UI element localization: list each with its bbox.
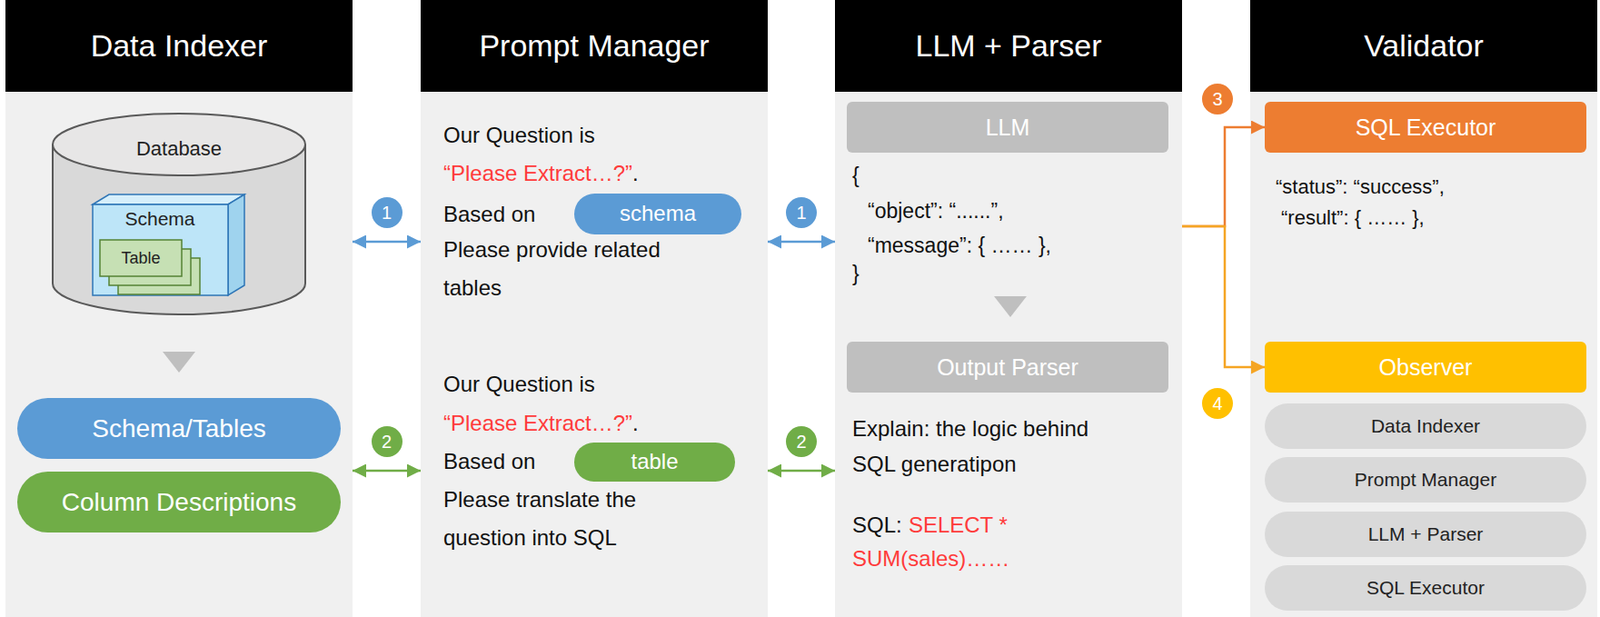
table-stack: Table (99, 239, 182, 277)
body-text: SQL: (852, 512, 903, 537)
observer-item: Prompt Manager (1264, 457, 1587, 503)
observer-item: SQL Executor (1264, 565, 1587, 611)
text-line: Based on (443, 442, 753, 481)
question-highlight: “Please Extract…?” (443, 160, 633, 186)
body-text: . (632, 410, 639, 436)
text-line: Based on (443, 195, 753, 234)
box-label: Column Descriptions (61, 486, 297, 518)
box-label: Schema/Tables (91, 413, 266, 445)
table-sheet (99, 239, 182, 277)
schema-tag: schema (574, 193, 742, 235)
schema-pill: Schema/Tables (17, 397, 341, 459)
flow-arrow (767, 240, 835, 244)
executor-bar: SQL Executor (1264, 101, 1587, 153)
flow-arrow (1182, 127, 1265, 227)
column-panel: Table Schema DatabaseSchema/TablesColumn D… (5, 0, 353, 617)
body-text: “result”: { …… }, (1281, 206, 1425, 229)
box-label: SQL Executor (1355, 113, 1497, 141)
cube-front (92, 204, 229, 296)
table-tag: table (574, 442, 736, 482)
column-panel: LLM Output Parser LLM + Parser { “object”: “… (834, 0, 1183, 617)
box-label: LLM + Parser (1368, 522, 1484, 546)
box-label: SQL Executor (1366, 576, 1485, 599)
shape-label: Schema (91, 207, 229, 230)
text-line: Please translate the question into SQL (443, 480, 716, 557)
shape-label: Database (50, 137, 308, 161)
shape-label: Table (99, 239, 182, 277)
question-highlight: “Please Extract…?” (443, 410, 633, 436)
body-text: “message”: { …… }, (867, 233, 1052, 258)
box-label: LLM (985, 113, 1031, 141)
body-text: Based on (443, 201, 536, 227)
box-label: Observer (1379, 353, 1473, 381)
text-line: “message”: { …… }, (867, 229, 1177, 261)
cube-top (92, 194, 245, 205)
body-text: . (632, 160, 639, 186)
column-panel: schema table Prompt ManagerOur Question is… (420, 0, 768, 617)
column-header: LLM + Parser (834, 0, 1183, 92)
database-cylinder: Table Schema Database (50, 111, 308, 317)
text-line: { (852, 159, 1162, 191)
box-label: Prompt Manager (1354, 467, 1497, 491)
box-label: schema (619, 200, 696, 228)
box-label: Output Parser (936, 353, 1079, 381)
cube-side (228, 194, 245, 296)
body-text: { (852, 163, 860, 188)
text-line: Our Question is (443, 116, 753, 155)
column-header: Data Indexer (5, 0, 353, 92)
flow-arrow (352, 469, 421, 473)
body-text: Based on (443, 448, 536, 474)
column-pill: Column Descriptions (17, 471, 341, 533)
callout-number: 3 (1202, 83, 1233, 115)
text-line: Please provide related tables (443, 230, 716, 308)
flow-triangle (993, 296, 1027, 318)
step-number: 2 (371, 426, 403, 458)
column-header: Prompt Manager (420, 0, 768, 92)
box-label: table (630, 448, 678, 476)
body-text: Please translate the question into SQL (443, 486, 637, 550)
flow-triangle (162, 351, 196, 373)
body-text: Our Question is (443, 122, 596, 148)
text-line: SQL:SELECT * SUM(sales)…… (852, 507, 1053, 576)
flow-arrow (352, 240, 421, 244)
text-line: “Please Extract…?”. (443, 154, 753, 193)
body-text: “object”: “......”, (867, 198, 1004, 223)
body-text: Please provide related tables (443, 237, 661, 300)
text-line: “Please Extract…?”. (443, 404, 753, 443)
flow-arrow (767, 469, 835, 473)
step-number: 1 (371, 197, 403, 229)
body-text: Explain: the logic behind SQL generatipo… (852, 416, 1089, 477)
text-line: Explain: the logic behind SQL generatipo… (852, 410, 1134, 482)
body-text: “status”: “success”, (1275, 175, 1445, 199)
text-line: Our Question is (443, 365, 753, 404)
callout-number: 4 (1202, 387, 1233, 419)
text-line: “status”: “success”, (1275, 172, 1585, 202)
parser-bar: Output Parser (846, 341, 1169, 393)
observer-bar: Observer (1264, 341, 1587, 393)
body-text: Our Question is (443, 371, 596, 397)
box-label: Data Indexer (1371, 414, 1481, 438)
observer-item: Data Indexer (1264, 403, 1587, 449)
step-number: 1 (785, 197, 817, 229)
text-line: } (852, 258, 1162, 289)
llm-bar: LLM (846, 101, 1169, 153)
column-panel: SQL ExecutorObserverData IndexerPrompt M… (1250, 0, 1598, 617)
text-line: “object”: “......”, (867, 195, 1177, 227)
observer-item: LLM + Parser (1264, 511, 1587, 557)
step-number: 2 (785, 426, 817, 458)
flow-arrow (1182, 226, 1265, 368)
body-text: } (852, 261, 860, 286)
column-header: Validator (1250, 0, 1598, 92)
schema-cube: Table Schema (91, 193, 247, 297)
text-line: “result”: { …… }, (1281, 203, 1591, 233)
